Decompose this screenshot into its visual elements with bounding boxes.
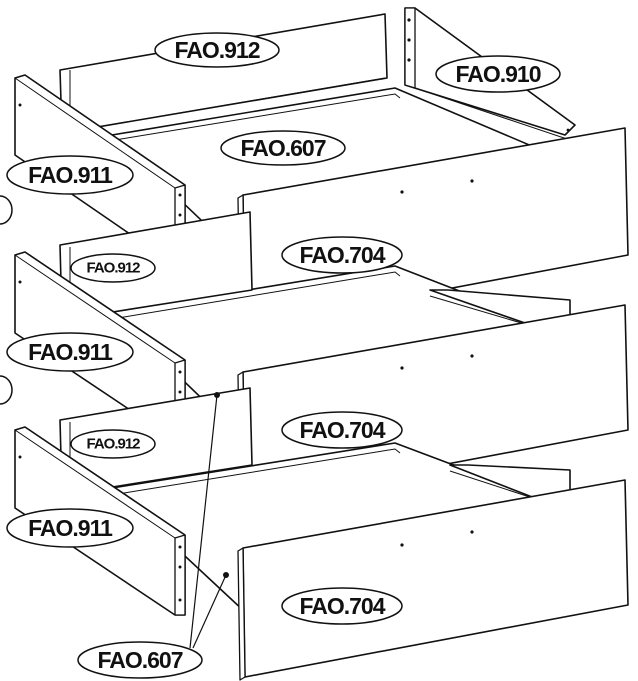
svg-text:FAO.912: FAO.912 [174, 37, 259, 63]
svg-text:FAO.911: FAO.911 [28, 162, 113, 188]
part-label-side-left-middle: FAO.911 [6, 332, 134, 372]
part-label-side-right-top: FAO.910 [435, 55, 561, 93]
part-label-bottom-callout: FAO.607 [77, 641, 203, 679]
part-label-back-middle: FAO.912 [70, 253, 156, 283]
svg-text:FAO.911: FAO.911 [28, 339, 113, 365]
svg-text:FAO.607: FAO.607 [97, 647, 182, 673]
part-label-side-left-top: FAO.911 [6, 155, 134, 195]
part-label-front-middle: FAO.704 [281, 411, 403, 449]
svg-text:FAO.704: FAO.704 [299, 593, 385, 619]
offscreen-label-edge-2 [0, 375, 13, 405]
svg-text:FAO.704: FAO.704 [299, 242, 385, 268]
part-label-back-lower: FAO.912 [70, 429, 156, 459]
svg-text:FAO.912: FAO.912 [86, 260, 140, 277]
svg-text:FAO.910: FAO.910 [455, 61, 540, 87]
offscreen-label-edge-1 [0, 195, 13, 225]
part-label-back-top: FAO.912 [154, 32, 280, 68]
part-label-bottom-top: FAO.607 [220, 130, 346, 166]
callout-leaders [189, 392, 229, 649]
svg-text:FAO.911: FAO.911 [28, 515, 113, 541]
part-label-front-lower: FAO.704 [281, 587, 403, 625]
part-label-front-top: FAO.704 [281, 236, 403, 274]
svg-text:FAO.912: FAO.912 [86, 436, 140, 453]
svg-text:FAO.607: FAO.607 [240, 135, 325, 161]
part-label-side-left-lower: FAO.911 [6, 508, 134, 548]
svg-text:FAO.704: FAO.704 [299, 417, 385, 443]
